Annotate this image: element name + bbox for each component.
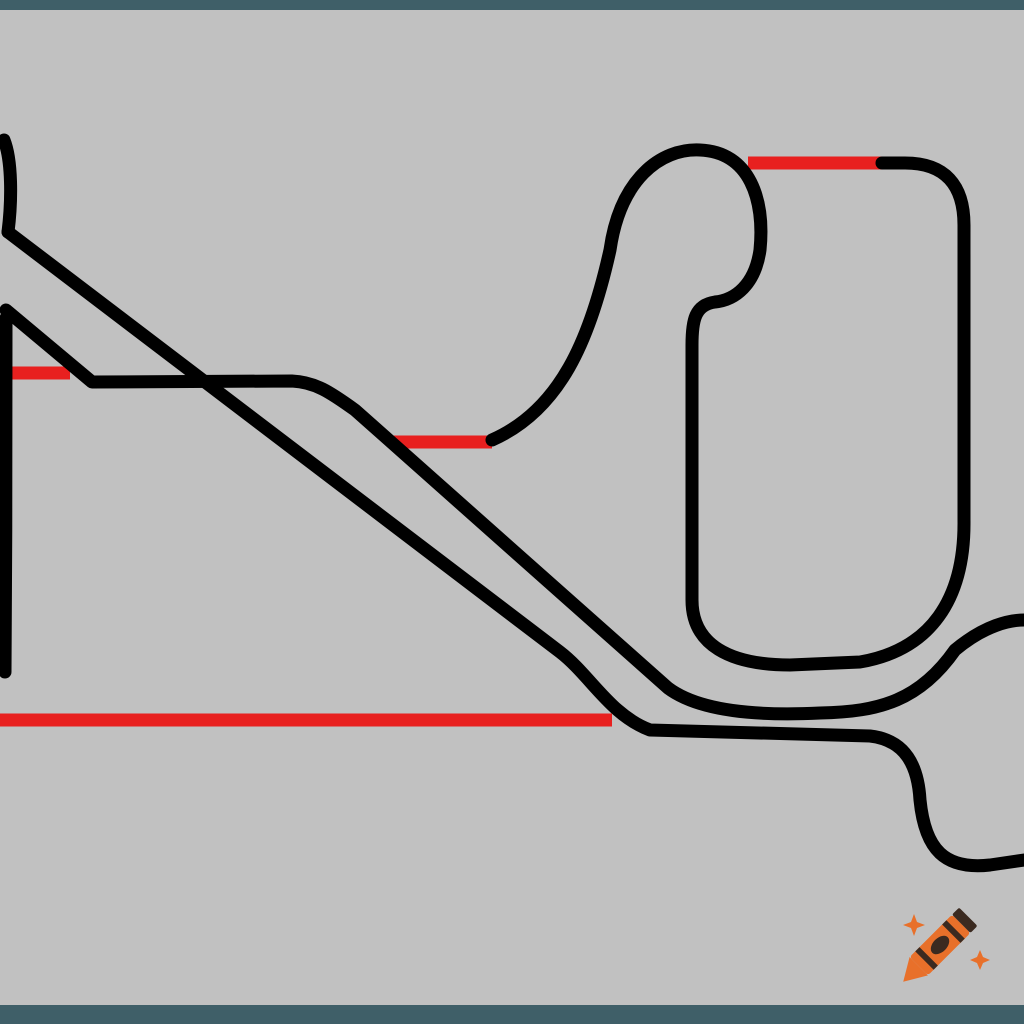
crayon-icon [903, 908, 977, 982]
track-map-board [0, 10, 1024, 1005]
sector-markers [0, 156, 882, 727]
track-diagonal-lower [0, 303, 1024, 721]
track-left-edge [0, 133, 18, 679]
track-lines [0, 133, 1024, 873]
track-diagonal-upper [1, 225, 1024, 873]
track-s-curve [485, 143, 971, 672]
sparkle-icon [903, 914, 990, 970]
